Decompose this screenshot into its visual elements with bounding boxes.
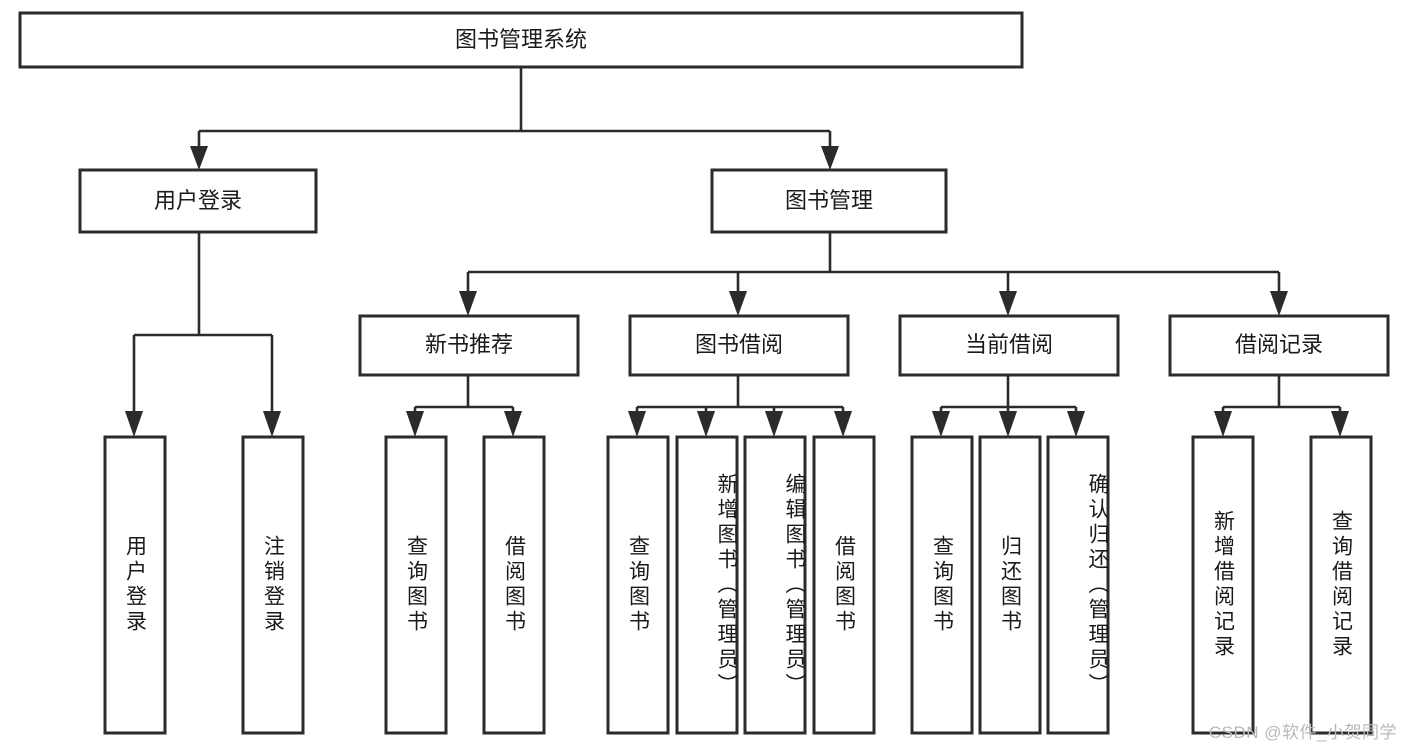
arrow-head-leaf-query-book-3 [932,411,950,437]
leaf-box-return-book[interactable] [978,435,1042,735]
connector-layer [125,67,1349,437]
leaf-box-query-book-1[interactable] [384,435,448,735]
arrow-head-leaf-edit-book [765,411,783,437]
node-book-manage[interactable]: 图书管理 [710,168,948,234]
arrow-head-user-login [190,146,208,170]
leaf-box-query-book-2[interactable] [606,435,670,735]
arrow-head-leaf-add-book [697,411,715,437]
node-book-manage-label: 图书管理 [785,188,873,213]
leaf-box-user-login[interactable] [103,435,167,735]
csdn-watermark: CSDN @软件_小贺同学 [1208,723,1397,742]
arrow-head-leaf-add-record [1214,411,1232,437]
arrow-head-new-book-recommend [459,291,477,316]
node-root-box[interactable] [18,11,1024,69]
leaf-box-query-book-3[interactable] [910,435,974,735]
leaf-box-add-book[interactable] [675,435,739,735]
arrow-head-leaf-return-book [999,411,1017,437]
arrow-head-leaf-query-book-2 [628,411,646,437]
node-user-login-label: 用户登录 [154,188,242,213]
arrow-head-leaf-confirm-return [1067,411,1085,437]
arrow-head-book-borrow [729,291,747,316]
node-new-book-recommend-label: 新书推荐 [425,332,513,357]
node-new-book-recommend-box[interactable] [358,314,580,377]
node-current-borrow-label: 当前借阅 [965,332,1053,357]
node-borrow-record-label: 借阅记录 [1235,332,1323,357]
arrow-head-leaf-borrow-book-2 [834,411,852,437]
leaf-box-borrow-book-2[interactable] [812,435,876,735]
arrow-head-leaf-borrow-book-1 [504,411,522,437]
leaf-box-add-record[interactable] [1191,435,1255,735]
leaf-box-confirm-return[interactable] [1046,435,1110,735]
arrow-head-leaf-user-login [125,411,143,437]
node-root-label: 图书管理系统 [455,27,587,52]
arrow-head-leaf-user-logout [263,411,281,437]
node-user-login[interactable]: 用户登录 [78,168,318,234]
node-root[interactable]: 图书管理系统 [18,11,1024,69]
arrow-head-current-borrow [999,291,1017,316]
arrow-head-leaf-query-record [1331,411,1349,437]
node-borrow-record[interactable]: 借阅记录 [1168,314,1390,377]
arrow-head-borrow-record [1270,291,1288,316]
arrow-head-book-manage [821,146,839,170]
leaf-box-query-record[interactable] [1309,435,1373,735]
node-current-borrow-box[interactable] [898,314,1120,377]
leaf-box-borrow-book-1[interactable] [482,435,546,735]
node-borrow-record-box[interactable] [1168,314,1390,377]
node-book-borrow-label: 图书借阅 [695,332,783,357]
leaf-boxes [103,435,1373,735]
arrow-head-leaf-query-book-1 [406,411,424,437]
node-book-manage-box[interactable] [710,168,948,234]
leaf-box-user-logout[interactable] [241,435,305,735]
node-book-borrow-box[interactable] [628,314,850,377]
node-new-book-recommend[interactable]: 新书推荐 [358,314,580,377]
node-user-login-box[interactable] [78,168,318,234]
node-book-borrow[interactable]: 图书借阅 [628,314,850,377]
node-current-borrow[interactable]: 当前借阅 [898,314,1120,377]
leaf-box-edit-book[interactable] [743,435,807,735]
